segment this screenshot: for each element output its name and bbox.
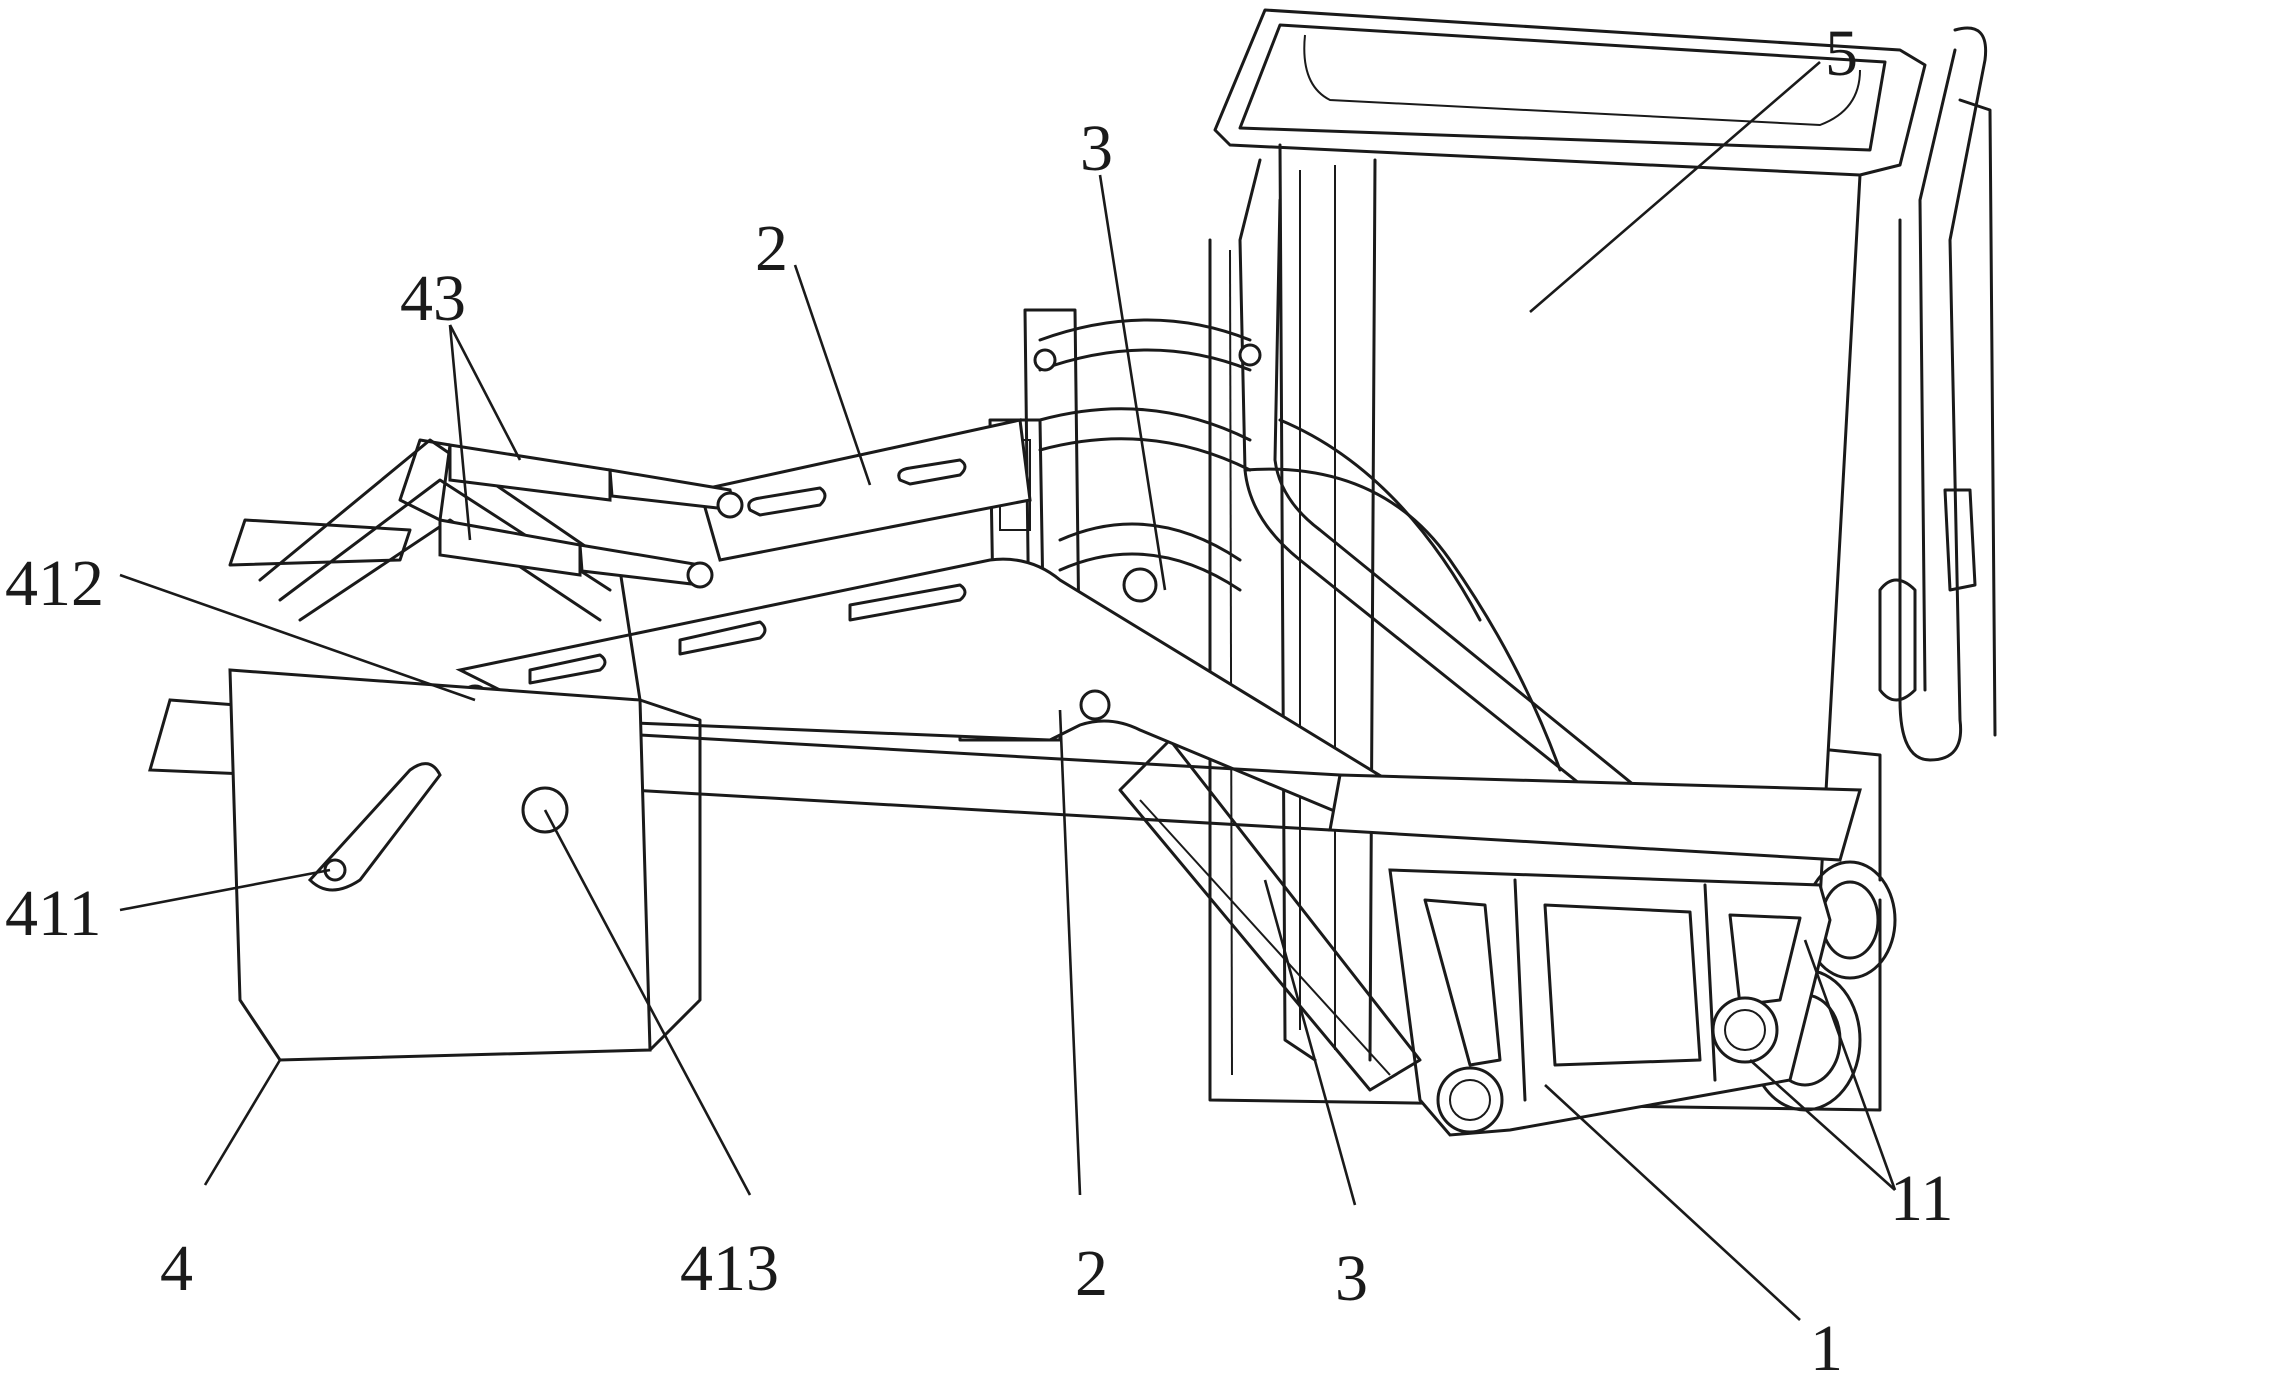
callout-43: 43 [400, 262, 466, 335]
callout-3-bottom: 3 [1335, 1242, 1368, 1315]
callout-1: 1 [1810, 1312, 1843, 1376]
callout-413: 413 [680, 1232, 779, 1305]
callout-3-top: 3 [1080, 112, 1113, 185]
hydraulic-cylinders-43 [400, 440, 742, 587]
callout-412: 412 [5, 547, 104, 620]
callout-411: 411 [5, 877, 102, 950]
base-frame [1390, 870, 1830, 1135]
callout-2-top: 2 [755, 212, 788, 285]
callout-11: 11 [1890, 1162, 1954, 1235]
callout-4: 4 [160, 1232, 193, 1305]
callout-2-bottom: 2 [1075, 1237, 1108, 1310]
callout-5: 5 [1825, 17, 1858, 90]
